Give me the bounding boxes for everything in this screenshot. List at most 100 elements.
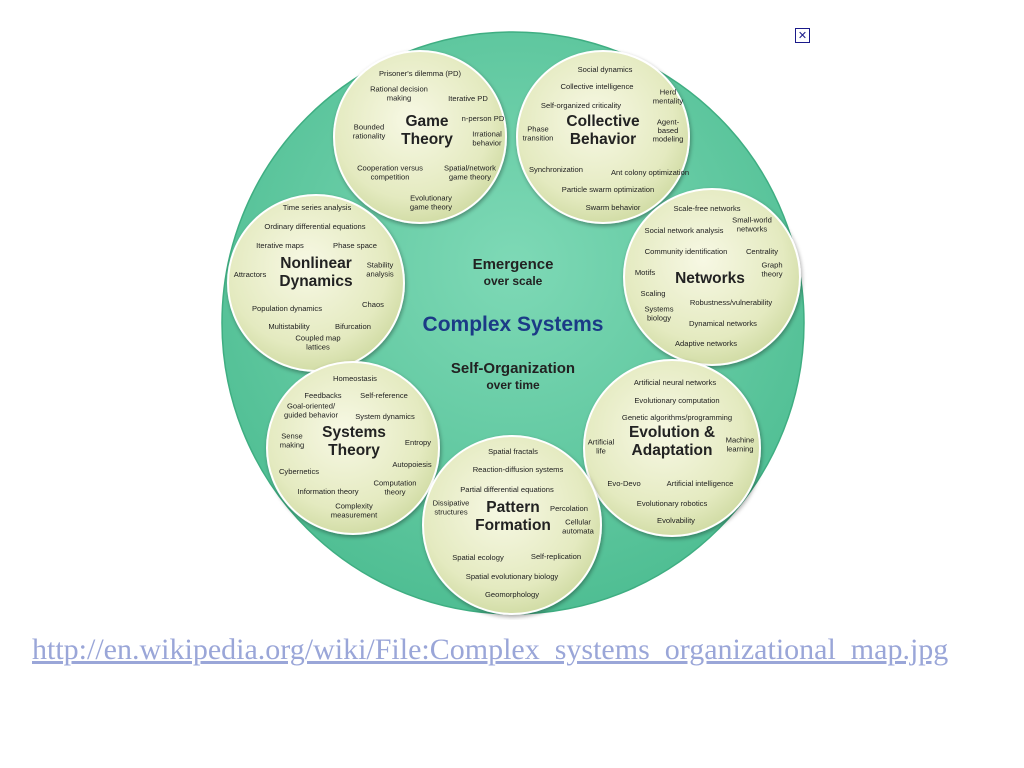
topic-label-line: Graph: [761, 261, 782, 270]
topic-label-line: Bounded: [354, 123, 384, 132]
topic-label-line: Machine: [726, 436, 755, 445]
source-link[interactable]: http://en.wikipedia.org/wiki/File:Comple…: [32, 630, 982, 670]
topic-label-line: Self-replication: [531, 552, 581, 561]
topic-label-line: modeling: [653, 135, 684, 144]
topic-label-line: Self-organized criticality: [541, 101, 621, 110]
source-link-anchor[interactable]: http://en.wikipedia.org/wiki/File:Comple…: [32, 633, 949, 666]
topic-label-line: Chaos: [362, 300, 384, 309]
cluster-title-pattern-formation-line: Pattern: [486, 499, 539, 516]
topic-label: Collective intelligence: [560, 82, 633, 91]
topic-label-line: Agent-: [657, 117, 680, 126]
topic-label-line: Population dynamics: [252, 304, 322, 313]
cluster-title-systems-theory-line: Theory: [328, 442, 380, 459]
topic-label: Goal-oriented/guided behavior: [284, 402, 339, 420]
topic-label: Synchronization: [529, 165, 583, 174]
topic-label-line: Prisoner's dilemma (PD): [379, 69, 462, 78]
cluster-title-collective-behavior-line: Collective: [566, 113, 640, 130]
topic-label-line: structures: [434, 507, 468, 516]
center-top-sub: over scale: [484, 274, 543, 288]
topic-label-line: Herd: [660, 88, 676, 97]
topic-label: Centrality: [746, 247, 778, 256]
topic-label-line: n-person PD: [462, 114, 505, 123]
topic-label-line: Artificial: [588, 438, 615, 447]
topic-label-line: theory: [761, 269, 782, 278]
topic-label: Feedbacks: [304, 391, 341, 400]
topic-label-line: Iterative PD: [448, 94, 488, 103]
topic-label-line: Ant colony optimization: [611, 168, 689, 177]
topic-label: Population dynamics: [252, 304, 322, 313]
topic-label: Scaling: [641, 289, 666, 298]
topic-label-line: System dynamics: [355, 412, 415, 421]
topic-label-line: making: [280, 440, 304, 449]
topic-label-line: Artificial neural networks: [634, 378, 716, 387]
topic-label-line: Autopoiesis: [392, 460, 431, 469]
topic-label: Iterative PD: [448, 94, 488, 103]
topic-label-line: game theory: [410, 202, 452, 211]
topic-label-line: lattices: [306, 342, 330, 351]
cluster-evolution-adaptation: Evolution &Adaptation Artificial neural n…: [583, 359, 761, 537]
topic-label-line: Scaling: [641, 289, 666, 298]
topic-label: Entropy: [405, 438, 431, 447]
close-icon[interactable]: ✕: [795, 28, 810, 43]
topic-label: Information theory: [297, 487, 358, 496]
topic-label-line: Reaction-diffusion systems: [473, 465, 564, 474]
topic-label: Autopoiesis: [392, 460, 431, 469]
topic-label-line: behavior: [472, 138, 502, 147]
topic-label-line: Evolutionary computation: [634, 396, 719, 405]
topic-label-line: networks: [737, 224, 768, 233]
topic-label: Prisoner's dilemma (PD): [379, 69, 462, 78]
topic-label-line: automata: [562, 526, 594, 535]
topic-label-line: Stability: [367, 261, 394, 270]
topic-label-line: Community identification: [645, 247, 728, 256]
topic-label-line: Social network analysis: [645, 226, 724, 235]
topic-label-line: Collective intelligence: [560, 82, 633, 91]
topic-label-line: Genetic algorithms/programming: [622, 413, 732, 422]
topic-label-line: Artificial intelligence: [667, 479, 734, 488]
cluster-title-networks-line: Networks: [675, 270, 745, 287]
topic-label-line: Systems: [644, 305, 673, 314]
topic-label: Artificial neural networks: [634, 378, 716, 387]
topic-label: Evo-Devo: [607, 479, 640, 488]
topic-label-line: Computation: [373, 479, 416, 488]
topic-label-line: Particle swarm optimization: [562, 185, 654, 194]
topic-label: Spatial ecology: [452, 553, 504, 562]
cluster-title-evolution-adaptation: Evolution &Adaptation: [629, 424, 715, 459]
topic-label-line: Bifurcation: [335, 322, 371, 331]
topic-label-line: Swarm behavior: [586, 203, 641, 212]
cluster-circle-evolution-adaptation: [583, 359, 761, 537]
topic-label-line: Multistability: [268, 322, 310, 331]
topic-label-line: biology: [647, 313, 671, 322]
topic-label-line: measurement: [331, 510, 378, 519]
topic-label: n-person PD: [462, 114, 505, 123]
topic-label-line: Scale-free networks: [673, 204, 740, 213]
center-bottom-main: Self-Organization: [451, 360, 575, 377]
topic-label: Self-organized criticality: [541, 101, 621, 110]
topic-label-line: making: [387, 93, 411, 102]
topic-label-line: Iterative maps: [256, 241, 304, 250]
topic-label: Community identification: [645, 247, 728, 256]
topic-label-line: Partial differential equations: [460, 485, 554, 494]
cluster-title-nonlinear-dynamics-line: Nonlinear: [280, 255, 351, 272]
cluster-title-systems-theory-line: Systems: [322, 424, 386, 441]
topic-label-line: Synchronization: [529, 165, 583, 174]
topic-label-line: Information theory: [297, 487, 358, 496]
cluster-title-pattern-formation-line: Formation: [475, 517, 551, 534]
topic-label-line: Spatial ecology: [452, 553, 504, 562]
